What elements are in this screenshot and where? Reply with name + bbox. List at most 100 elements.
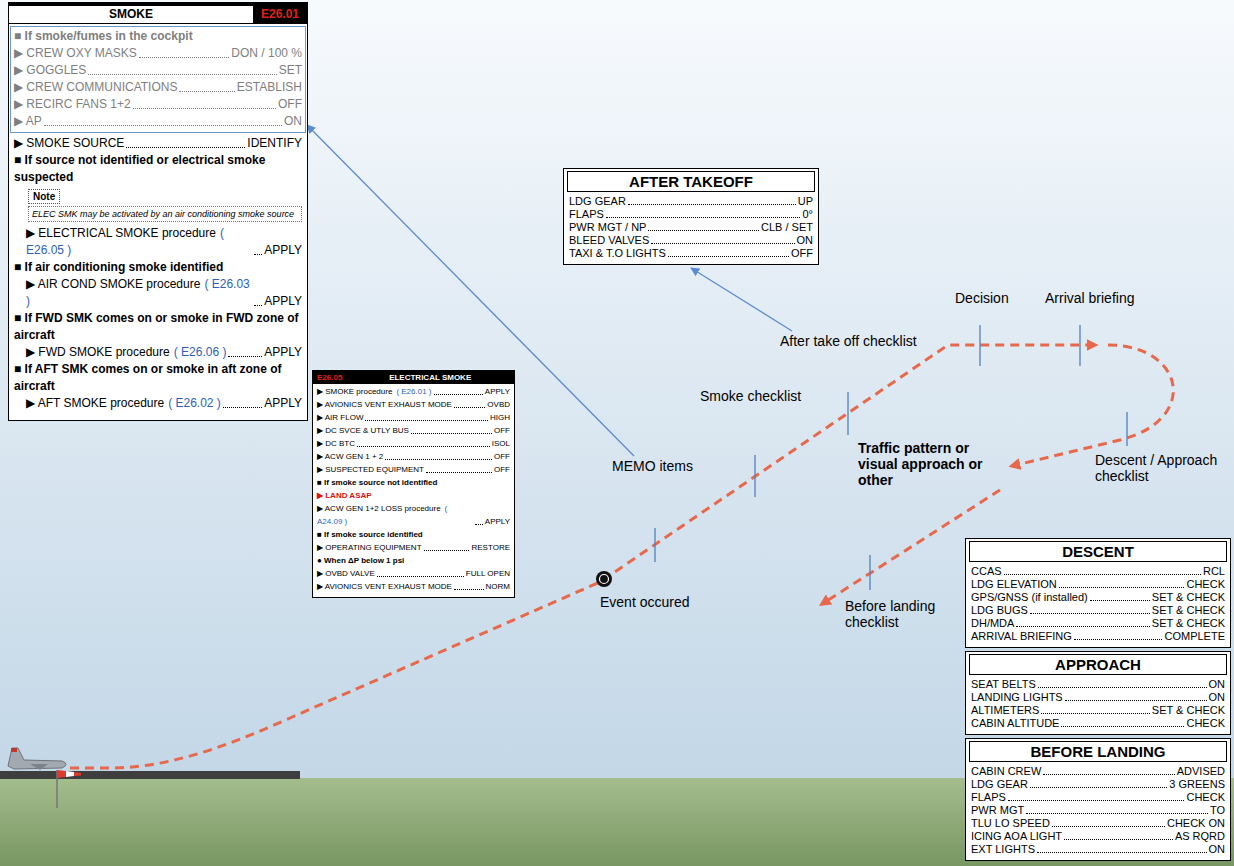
procedure-name-group: ▶ AFT SMOKE procedure( E26.02 ): [26, 395, 221, 412]
checklist-action: ADVISED: [1177, 765, 1225, 778]
card-header: E26.05ELECTRICAL SMOKE: [313, 371, 514, 384]
checklist-item: ▶ AFT SMOKE procedure: [26, 396, 164, 410]
checklist-item: ▶ AVIONICS VENT EXHAUST MODE: [317, 580, 452, 593]
checklist-card: APPROACHSEAT BELTSONLANDING LIGHTSONALTI…: [965, 651, 1231, 735]
checklist-action: OFF: [494, 450, 510, 463]
leader-dots: [426, 472, 492, 473]
checklist-action: FULL OPEN: [466, 567, 510, 580]
leader-dots: [365, 420, 488, 421]
checklist-action: ON: [1209, 678, 1226, 691]
checklist-item: ▶ CREW OXY MASKS: [14, 45, 137, 62]
checklist-action: ISOL: [492, 437, 510, 450]
phase-label: Traffic pattern or visual approach or ot…: [858, 440, 992, 488]
leader-dots: [475, 524, 483, 525]
leader-dots: [1065, 700, 1207, 701]
checklist-item: PWR MGT: [971, 804, 1024, 817]
leader-dots: [1030, 787, 1168, 788]
checklist-item: PWR MGT / NP: [569, 221, 646, 234]
checklist-action: NORM: [486, 580, 510, 593]
checklist-action: DON / 100 %: [231, 45, 302, 62]
checklist-item: ▶ SMOKE SOURCE: [14, 135, 124, 152]
checklist-row: DH/MDASET & CHECK: [971, 617, 1225, 630]
checklist-row: ▶ AIR FLOWHIGH: [317, 411, 510, 424]
checklist-row: ▶ APON: [14, 113, 302, 130]
warning-line: ▶ LAND ASAP: [317, 489, 510, 502]
leader-dots: [223, 407, 262, 408]
checklist-action: CHECK ON: [1167, 817, 1225, 830]
checklist-row: ARRIVAL BRIEFINGCOMPLETE: [971, 630, 1225, 643]
checklist-action: APPLY: [485, 385, 510, 398]
condition-line: ● When ΔP below 1 psi: [317, 554, 510, 567]
checklist-row: PWR MGT / NPCLB / SET: [569, 221, 813, 234]
checklist-row: ▶ OVBD VALVE FULL OPEN: [317, 567, 510, 580]
checklist-row: ▶ AVIONICS VENT EXHAUST MODEOVBD: [317, 398, 510, 411]
checklist-action: ON: [797, 234, 814, 247]
checklist-item: DH/MDA: [971, 617, 1014, 630]
checklist-action: 3 GREENS: [1169, 778, 1225, 791]
procedure-name-group: ▶ FWD SMOKE procedure( E26.06 ): [26, 344, 226, 361]
checklist-row: ▶ SUSPECTED EQUIPMENT OFF: [317, 463, 510, 476]
checklist-action: HIGH: [490, 411, 510, 424]
checklist-item: ▶ OVBD VALVE: [317, 567, 375, 580]
leader-dots: [1004, 574, 1201, 575]
condition-line: ■ If smoke source not identified: [317, 476, 510, 489]
checklist-row: ▶ RECIRC FANS 1+2OFF: [14, 96, 302, 113]
procedure-name-group: ▶ ACW GEN 1+2 LOSS procedure( A24.09 ): [317, 502, 473, 528]
procedure-ref: ( E26.01 ): [396, 387, 431, 396]
checklist-item: EXT LIGHTS: [971, 843, 1035, 856]
checklist-item: CABIN ALTITUDE: [971, 717, 1059, 730]
checklist-row: LANDING LIGHTSON: [971, 691, 1225, 704]
checklist-card: DESCENTCCASRCLLDG ELEVATIONCHECKGPS/GNSS…: [965, 538, 1231, 648]
leader-dots: [454, 407, 485, 408]
condition-line: ■ If smoke/fumes in the cockpit: [14, 28, 302, 45]
leader-arrow: [691, 268, 792, 331]
checklist-item: ▶ AP: [14, 113, 42, 130]
checklist-row: SEAT BELTSON: [971, 678, 1225, 691]
checklist-action: SET & CHECK: [1152, 604, 1225, 617]
procedure-row: ▶ ELECTRICAL SMOKE procedure( E26.05 )AP…: [26, 225, 302, 259]
procedure-row: ▶ ACW GEN 1+2 LOSS procedure( A24.09 )AP…: [317, 502, 510, 528]
checklist-item: CABIN CREW: [971, 765, 1041, 778]
leader-dots: [648, 230, 759, 231]
event-dot: [596, 571, 612, 587]
checklist-item: LDG ELEVATION: [971, 578, 1057, 591]
procedure-code: E26.01: [253, 6, 307, 23]
phase-label: Smoke checklist: [700, 388, 801, 404]
checklist-card: SMOKEE26.01■ If smoke/fumes in the cockp…: [8, 2, 308, 421]
runway: [0, 771, 300, 779]
procedure-row: ▶ AIR COND SMOKE procedure( E26.03 )APPL…: [26, 276, 302, 310]
node-slot: ■ If smoke/fumes in the cockpit▶ CREW OX…: [14, 26, 302, 133]
leader-dots: [668, 256, 789, 257]
checklist-row: FLAPSCHECK: [971, 791, 1225, 804]
leader-dots: [179, 91, 234, 92]
note-text: ELEC SMK may be activated by an air cond…: [28, 206, 302, 222]
note-box: NoteELEC SMK may be activated by an air …: [28, 188, 302, 222]
leader-dots: [454, 589, 484, 590]
leader-dots: [1052, 826, 1165, 827]
checklist-action: OFF: [494, 463, 510, 476]
aircraft: [8, 748, 66, 770]
leader-dots: [1026, 813, 1208, 814]
card-title: DESCENT: [969, 541, 1227, 562]
checklist-row: ▶ AVIONICS VENT EXHAUST MODE NORM: [317, 580, 510, 593]
checklist-action: APPLY: [264, 395, 302, 412]
checklist-item: ▶ RECIRC FANS 1+2: [14, 96, 131, 113]
leader-dots: [606, 217, 801, 218]
checklist-item: CCAS: [971, 565, 1002, 578]
checklist-item: LDG BUGS: [971, 604, 1028, 617]
leader-dots: [44, 125, 282, 126]
checklist-action: APPLY: [264, 344, 302, 361]
checklist-action: OVBD: [487, 398, 510, 411]
procedure-name-group: ▶ SMOKE procedure( E26.01 ): [317, 385, 432, 398]
checklist-item: ▶ SUSPECTED EQUIPMENT: [317, 463, 424, 476]
phase-label: Descent / Approach checklist: [1095, 452, 1230, 484]
checklist-item: ICING AOA LIGHT: [971, 830, 1062, 843]
checklist-item: TAXI & T.O LIGHTS: [569, 247, 666, 260]
checklist-row: CABIN ALTITUDECHECK: [971, 717, 1225, 730]
note-heading: Note: [28, 189, 60, 204]
checklist-action: SET & CHECK: [1152, 704, 1225, 717]
checklist-row: ▶ ACW GEN 1 + 2OFF: [317, 450, 510, 463]
checklist-action: COMPLETE: [1164, 630, 1225, 643]
card-title: BEFORE LANDING: [969, 741, 1227, 762]
phase-label: Arrival briefing: [1045, 290, 1134, 306]
